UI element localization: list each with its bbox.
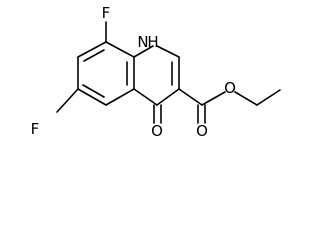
bond-n1-c2	[156, 45, 180, 58]
bond-c5-c6-inner	[82, 84, 105, 98]
bond-c7-c8	[77, 41, 107, 58]
bond-cester-o-ether	[201, 91, 226, 106]
bond-c3-cester	[178, 88, 203, 106]
bond-c5-c6	[77, 88, 107, 106]
pyridinone-ring	[133, 45, 180, 106]
bond-c8-c8a	[105, 41, 135, 58]
atom-labels: F F N H O O O	[31, 4, 236, 140]
atom-h: H	[147, 33, 158, 51]
atom-f-top: F	[102, 4, 111, 22]
bond-c6-f	[56, 88, 79, 113]
atom-f-left: F	[31, 120, 40, 138]
bond-c3-c4	[156, 88, 180, 106]
benzene-ring	[77, 41, 135, 106]
atom-o-ester-carbonyl: O	[196, 122, 208, 140]
bond-ch2-ch3	[256, 89, 281, 106]
bond-c7-c8-inner	[83, 49, 105, 62]
bond-c4-c4a	[133, 88, 158, 106]
substituents	[56, 21, 281, 124]
atom-n-h: N	[137, 33, 148, 51]
bond-c4a-c5	[105, 88, 135, 106]
molecule-structure: F F N H O O O	[31, 4, 281, 140]
bond-c8a-n1	[133, 45, 154, 58]
atom-o-ketone: O	[151, 122, 163, 140]
atom-o-ester: O	[224, 79, 236, 97]
bond-o-ch2	[234, 91, 258, 106]
